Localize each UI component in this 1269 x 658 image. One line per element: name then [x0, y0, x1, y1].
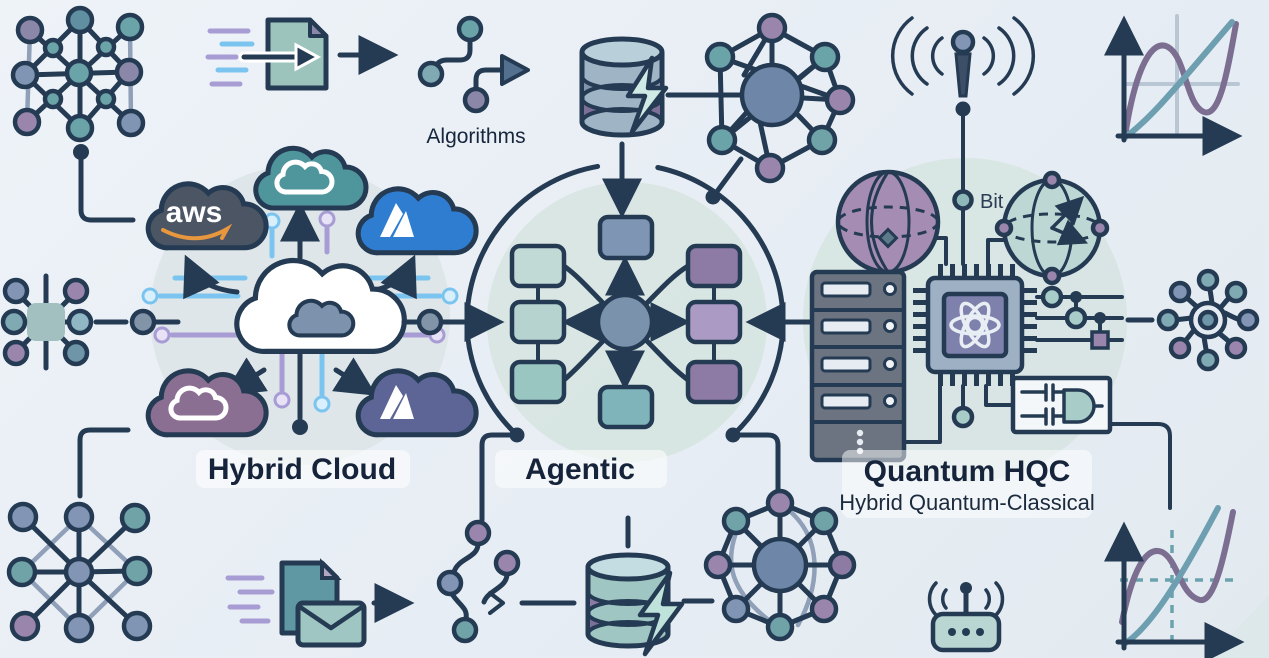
aws-cloud-icon: aws — [148, 184, 266, 248]
logic-gate-icon — [1010, 375, 1113, 435]
fast-document-icon — [205, 17, 329, 91]
database-lightning-icon — [579, 36, 669, 138]
hybrid-cloud-label: Hybrid Cloud — [208, 453, 396, 486]
mesh-network-icon — [699, 12, 856, 184]
server-rack-icon — [809, 269, 907, 463]
wifi-router-icon — [927, 581, 1005, 653]
algorithms-label: Algorithms — [426, 125, 525, 148]
function-graph-top-icon — [1104, 14, 1243, 156]
connector-left — [93, 308, 181, 336]
azure-cloud-icon — [358, 189, 476, 253]
quantum-chip-icon — [913, 264, 1037, 386]
aws-logo-text: aws — [166, 196, 223, 229]
indigo-cloud-icon — [358, 371, 476, 435]
database-lightning-bottom-icon — [585, 515, 715, 657]
radio-antenna-icon — [890, 16, 1036, 98]
agentic-label: Agentic — [525, 453, 635, 486]
git-branch-icon — [417, 15, 530, 114]
teal-cloud-icon — [256, 148, 366, 208]
grid-network-icon — [6, 501, 153, 644]
hub-spoke-icon — [0, 273, 94, 371]
fast-mail-icon — [225, 558, 415, 648]
connector-bottomleft — [77, 427, 131, 499]
bloch-sphere-icon — [835, 169, 941, 275]
swirl-network-icon — [1125, 268, 1260, 372]
agent-hub-icon — [595, 292, 655, 352]
agentic-cluster — [401, 156, 815, 523]
octagon-network-icon — [703, 488, 857, 642]
function-graph-bottom-icon — [1104, 505, 1245, 658]
quantum-subtitle: Hybrid Quantum-Classical — [839, 490, 1095, 515]
quantum-circuit-icon — [1035, 285, 1124, 350]
connector-topleft — [73, 144, 136, 223]
neural-network-icon — [10, 5, 146, 143]
quantum-cluster — [809, 169, 1172, 510]
bit-line — [952, 101, 974, 266]
quantum-title: Quantum HQC — [864, 455, 1071, 488]
hybrid-cloud-cluster: aws — [141, 148, 476, 435]
qubit-sphere-icon — [994, 170, 1110, 286]
git-branch-bottom-icon — [436, 519, 577, 644]
bit-label: Bit — [980, 191, 1004, 213]
